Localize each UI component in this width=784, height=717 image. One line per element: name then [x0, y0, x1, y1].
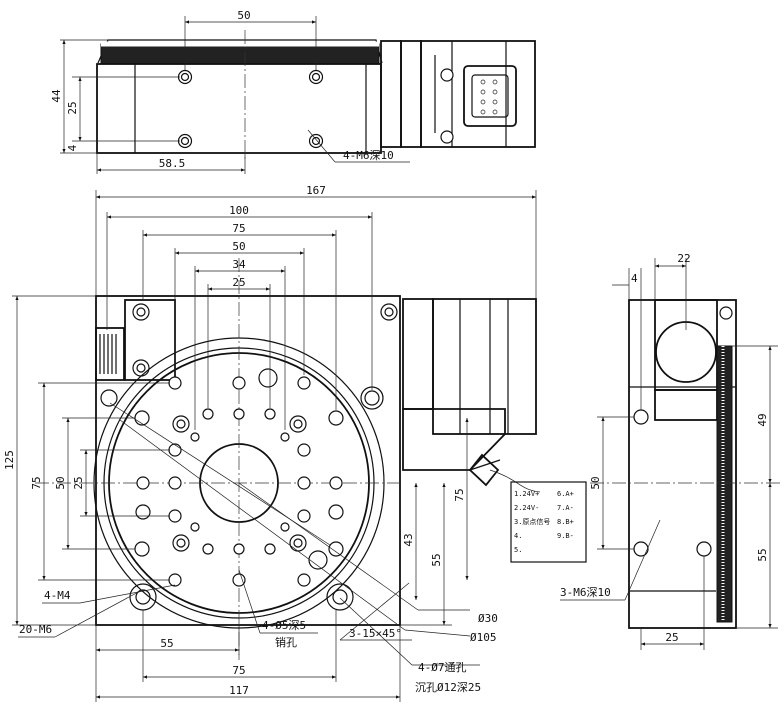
note-chamfer: 3-15×45° — [349, 627, 402, 640]
pin-row-1-a: 1.24V+ — [514, 490, 539, 498]
dim-top-58-5: 58.5 — [159, 157, 186, 170]
front-view: 167 100 75 50 34 25 125 75 50 — [3, 184, 541, 702]
dim-front-75-right: 75 — [453, 488, 466, 501]
note-20m6: 20-M6 — [19, 623, 52, 636]
dim-front-25-top: 25 — [232, 276, 245, 289]
note-pin-2: 销孔 — [275, 635, 297, 649]
dim-front-25-left: 25 — [72, 476, 85, 489]
note-thru: 4-Ø7通孔 — [418, 661, 467, 674]
connector-table: 1.24V+ 6.A+ 2.24V- 7.A- 3.原点信号 8.B+ 4. 9… — [510, 481, 587, 563]
dim-front-75-left: 75 — [30, 476, 43, 489]
dim-side-4: 4 — [631, 272, 638, 285]
dim-side-49: 49 — [756, 413, 769, 426]
dim-front-125: 125 — [3, 450, 16, 470]
pin-row-4-b: 9.B- — [557, 532, 574, 540]
note-cbore: 沉孔Ø12深25 — [415, 681, 481, 694]
rotary-disc — [35, 258, 400, 660]
connector-pins — [480, 79, 498, 115]
pin-row-3-a: 3.原点信号 — [514, 517, 550, 526]
dim-front-55-right: 55 — [430, 553, 443, 566]
dim-front-50-left: 50 — [54, 476, 67, 489]
dim-front-75-bottom: 75 — [232, 664, 245, 677]
dim-top-50: 50 — [237, 9, 250, 22]
dim-front-100: 100 — [229, 204, 249, 217]
top-view: 50 44 25 4 58.5 4-M6深10 — [50, 9, 536, 174]
pin-row-1-b: 6.A+ — [557, 490, 574, 498]
dim-front-117: 117 — [229, 684, 249, 697]
gear-teeth — [100, 43, 380, 65]
side-knob — [95, 327, 125, 381]
pin-row-3-b: 8.B+ — [557, 518, 574, 526]
dim-front-43: 43 — [402, 533, 415, 546]
pin-row-2-b: 7.A- — [557, 504, 574, 512]
pin-row-5-a: 5. — [514, 546, 522, 554]
note-pin: 4-Ø5深5 — [262, 619, 306, 632]
dim-front-167: 167 — [306, 184, 326, 197]
note-4m4: 4-M4 — [44, 589, 71, 602]
note-d30: Ø30 — [478, 612, 498, 625]
dim-side-22: 22 — [677, 252, 690, 265]
dim-front-34: 34 — [232, 258, 246, 271]
pin-row-4-a: 4. — [514, 532, 522, 540]
side-view: 22 4 49 55 50 25 3-M6深10 — [560, 252, 780, 650]
dim-front-55-bottom: 55 — [160, 637, 173, 650]
dim-side-25: 25 — [665, 631, 678, 644]
dim-top-44: 44 — [50, 89, 63, 103]
dim-front-50-top: 50 — [232, 240, 245, 253]
note-side-holes: 3-M6深10 — [560, 586, 611, 599]
dim-top-25: 25 — [66, 101, 79, 114]
motor-front — [402, 298, 541, 493]
note-top-holes: 4-M6深10 — [343, 149, 394, 162]
dim-side-50: 50 — [589, 476, 602, 489]
note-d105: Ø105 — [470, 631, 497, 644]
motor-top — [380, 40, 536, 148]
dim-top-4: 4 — [66, 144, 79, 151]
pin-row-2-a: 2.24V- — [514, 504, 539, 512]
dim-front-75-top: 75 — [232, 222, 245, 235]
dim-side-55: 55 — [756, 548, 769, 561]
